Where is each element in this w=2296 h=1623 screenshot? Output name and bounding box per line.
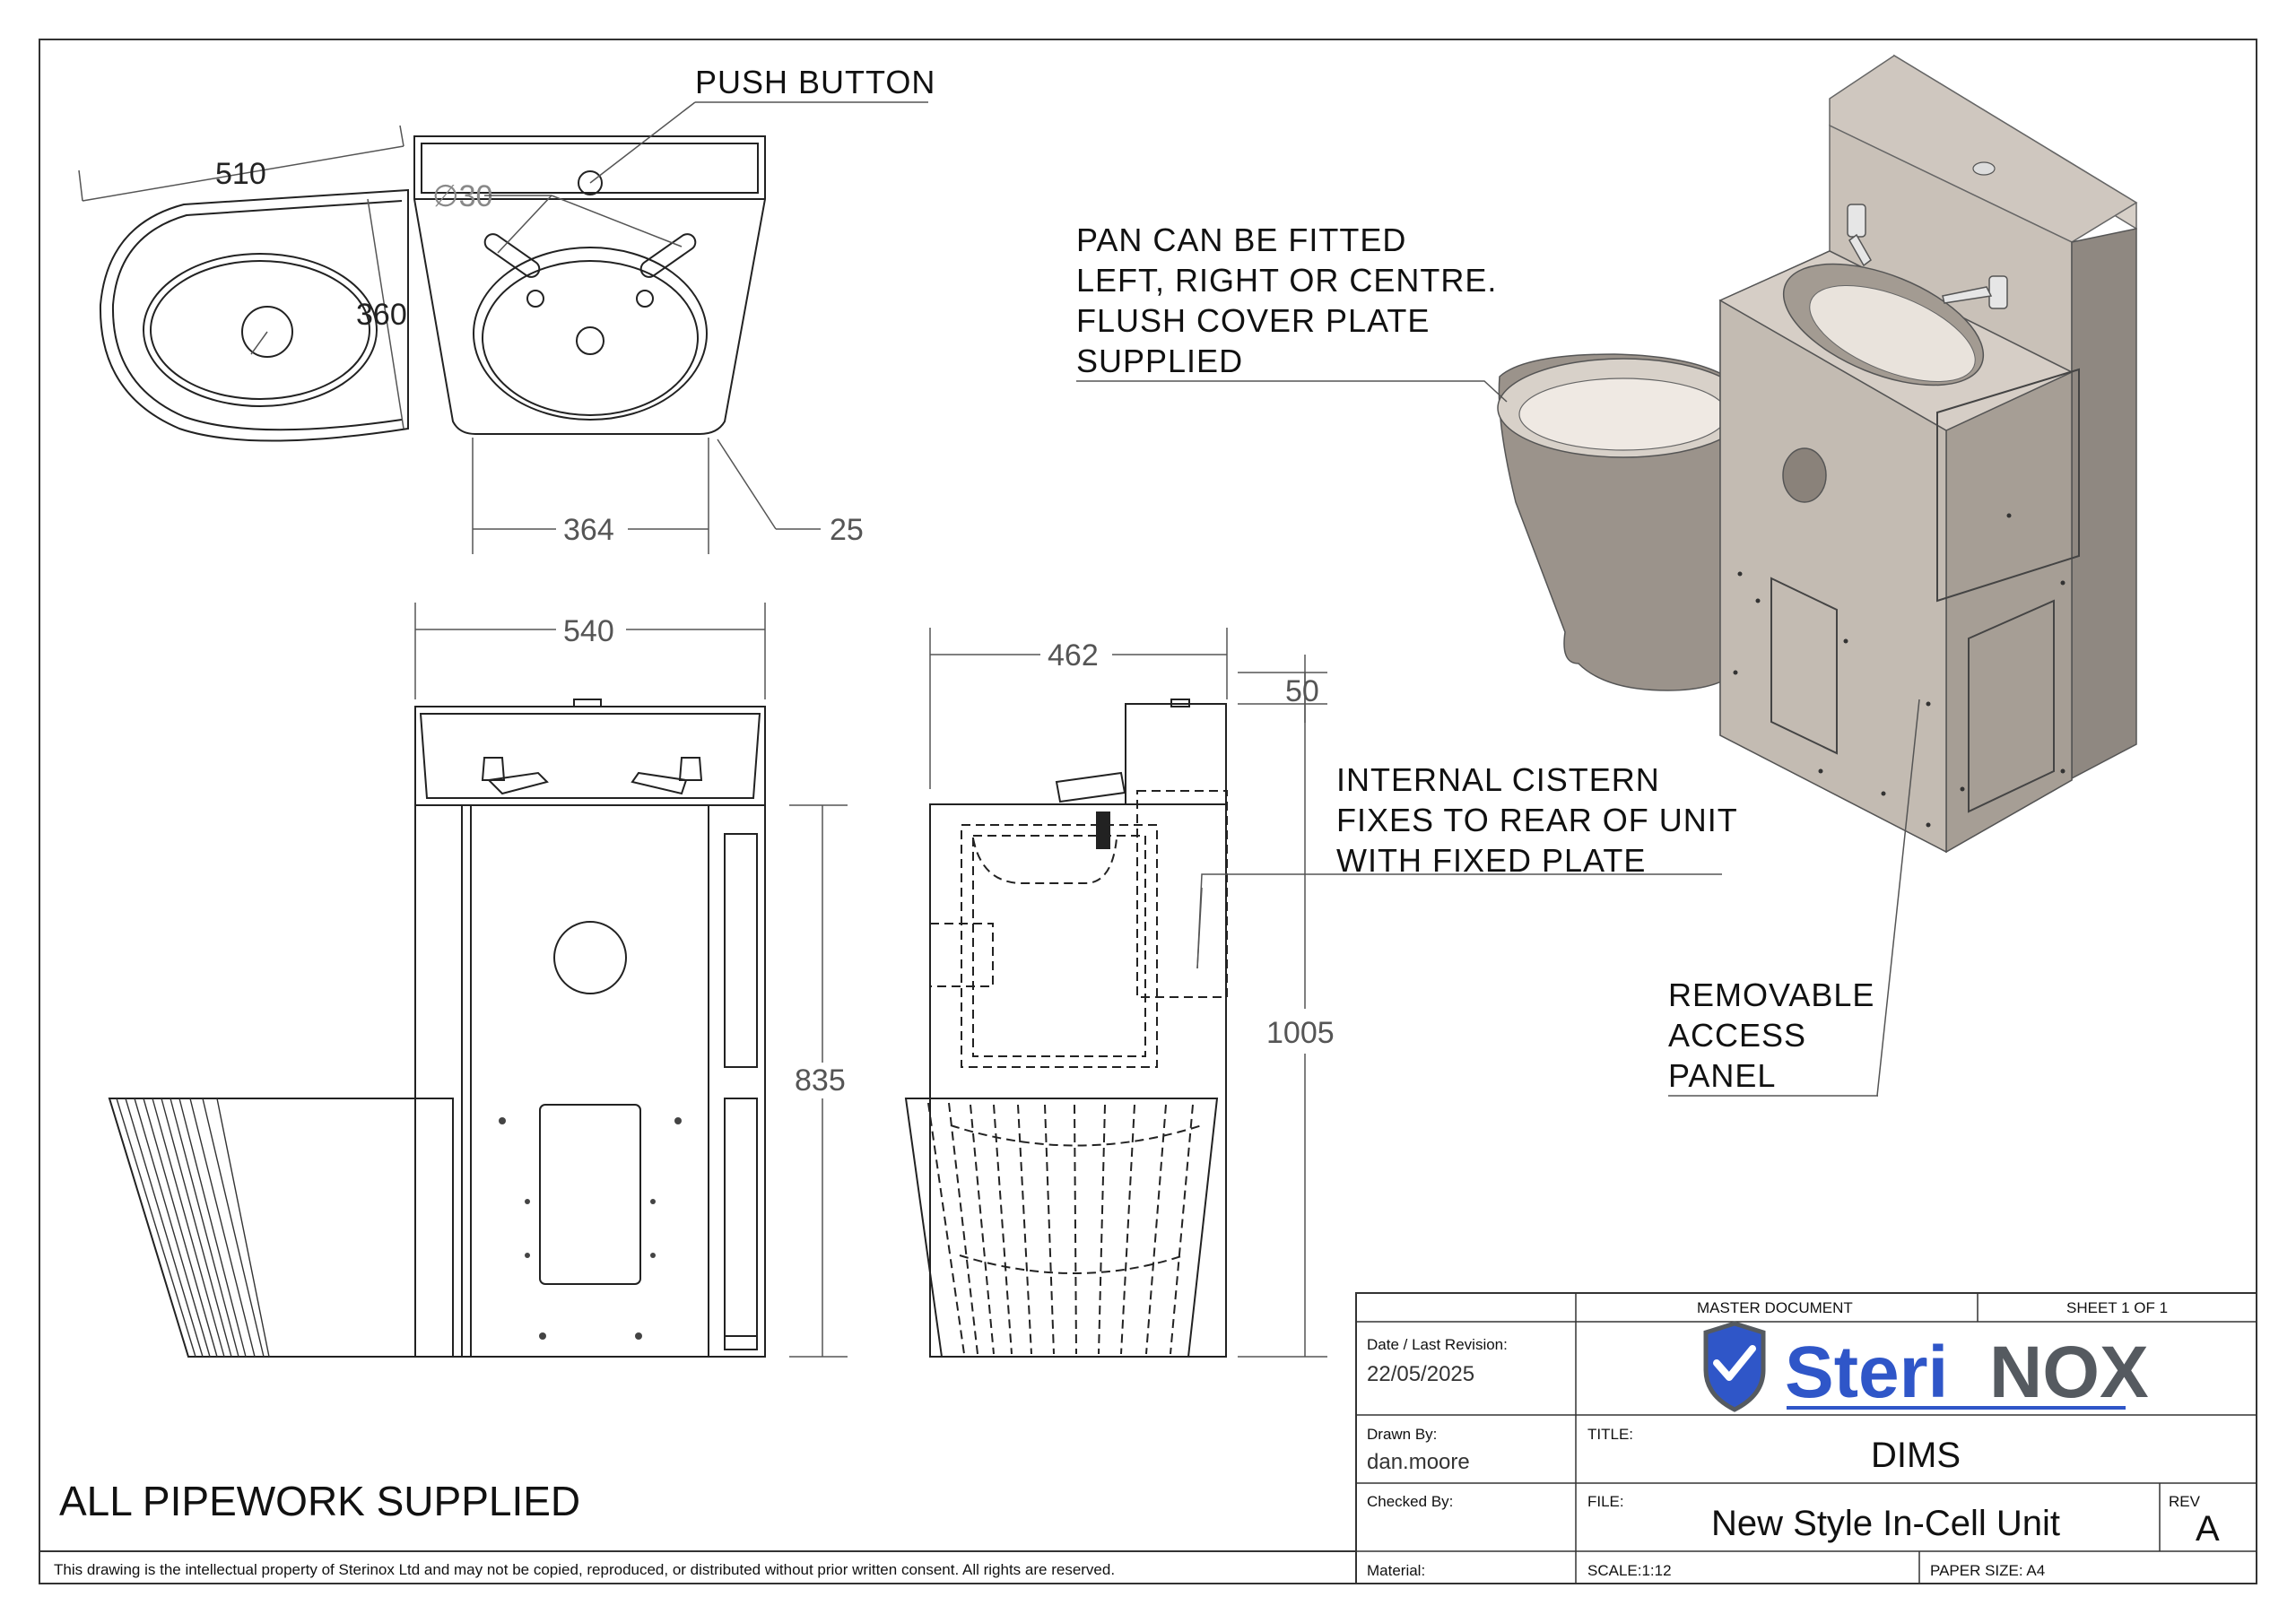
title-block [1355,1292,2257,1584]
drawn-by-label: Drawn By: [1367,1426,1437,1443]
master-document-label: MASTER DOCUMENT [1697,1299,1853,1316]
note-cistern-line1: INTERNAL CISTERN [1336,761,1660,798]
scale-label: SCALE:1:12 [1587,1562,1672,1579]
note-pan-line4: SUPPLIED [1076,343,1243,379]
sterinox-logo: Steri NOX [1703,1321,2149,1413]
note-panel-line1: REMOVABLE [1668,976,1874,1013]
front-view: 540 [108,603,848,1358]
checked-by-label: Checked By: [1367,1493,1453,1510]
date-label: Date / Last Revision: [1367,1336,1508,1353]
dim-360: 360 [356,298,407,332]
title-label: TITLE: [1587,1426,1633,1443]
dim-540: 540 [563,614,614,648]
dim-25: 25 [830,513,864,547]
logo-text-part2: NOX [1989,1332,2149,1413]
dim-835: 835 [795,1063,846,1098]
note-panel-line2: ACCESS [1668,1017,1806,1054]
side-view: 462 [904,628,1335,1358]
drawn-by-value: dan.moore [1367,1450,1470,1474]
file-value: New Style In-Cell Unit [1711,1504,2060,1543]
dim-510: 510 [215,157,266,191]
disclaimer-text: This drawing is the intellectual propert… [54,1561,1115,1578]
pipework-note: ALL PIPEWORK SUPPLIED [59,1478,580,1524]
dim-462: 462 [1048,638,1099,673]
note-panel-line3: PANEL [1668,1057,1776,1094]
sheet-border [39,39,2257,1584]
note-cistern-line3: WITH FIXED PLATE [1336,842,1646,879]
push-button-note: PUSH BUTTON [695,64,935,100]
title-value: DIMS [1871,1436,1961,1475]
material-label: Material: [1367,1562,1425,1579]
note-cistern-line2: FIXES TO REAR OF UNIT [1336,802,1738,838]
logo-text-part1: Steri [1785,1332,1948,1413]
dim-diameter-30: ∅30 [432,179,492,213]
dim-364: 364 [563,513,614,547]
note-pan-line3: FLUSH COVER PLATE [1076,302,1430,339]
rev-label: REV [2169,1493,2201,1510]
file-label: FILE: [1587,1493,1624,1510]
plan-view: 510 360 ∅30 PUSH BUTTON 364 25 [78,64,935,554]
paper-size-label: PAPER SIZE: A4 [1930,1562,2045,1579]
note-pan-line2: LEFT, RIGHT OR CENTRE. [1076,262,1497,299]
sheet-label: SHEET 1 OF 1 [2066,1299,2168,1316]
isometric-view [1076,54,2138,1097]
rev-value: A [2196,1509,2220,1549]
note-pan-line1: PAN CAN BE FITTED [1076,221,1406,258]
dim-50: 50 [1285,674,1319,708]
dim-1005: 1005 [1266,1016,1335,1050]
date-value: 22/05/2025 [1367,1362,1474,1386]
